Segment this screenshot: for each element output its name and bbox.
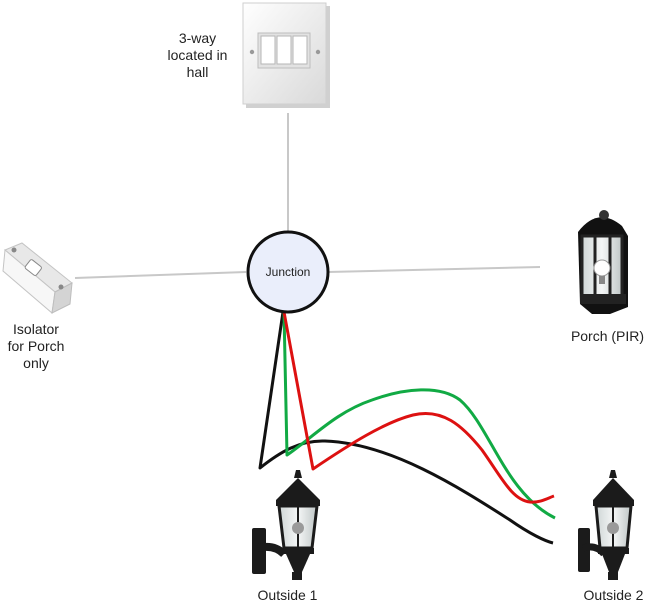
isolator-label-line: only [23, 355, 49, 371]
switch-label-line: located in [167, 47, 228, 63]
black-wire [258, 311, 554, 545]
porch-lantern-icon [578, 210, 628, 314]
red-wire [282, 311, 555, 504]
cable-links [74, 113, 541, 279]
isolator-label-line: Isolator [13, 321, 59, 337]
light-switch-icon [242, 2, 330, 108]
junction-circle [246, 230, 330, 314]
wall-lantern-icon [252, 470, 320, 580]
isolator-label: Isolator for Porch only [0, 321, 72, 372]
switch-label-line: hall [186, 64, 209, 80]
switch-label-line: 3-way [178, 30, 217, 46]
wall-lantern-icon [578, 470, 634, 580]
junction-label: Junction [265, 265, 311, 279]
wires [258, 311, 556, 545]
porch-label: Porch (PIR) [570, 328, 645, 344]
outside1-label: Outside 1 [257, 587, 318, 603]
outside2-label: Outside 2 [583, 587, 644, 603]
cable-to-porch [327, 266, 541, 273]
junction-node [246, 230, 330, 314]
cable-to-isolator [74, 271, 247, 279]
isolator-label-line: for Porch [7, 338, 65, 354]
switch-label: 3-way located in hall [150, 30, 245, 81]
isolator-switch-icon [2, 242, 73, 314]
green-wire [282, 311, 556, 520]
